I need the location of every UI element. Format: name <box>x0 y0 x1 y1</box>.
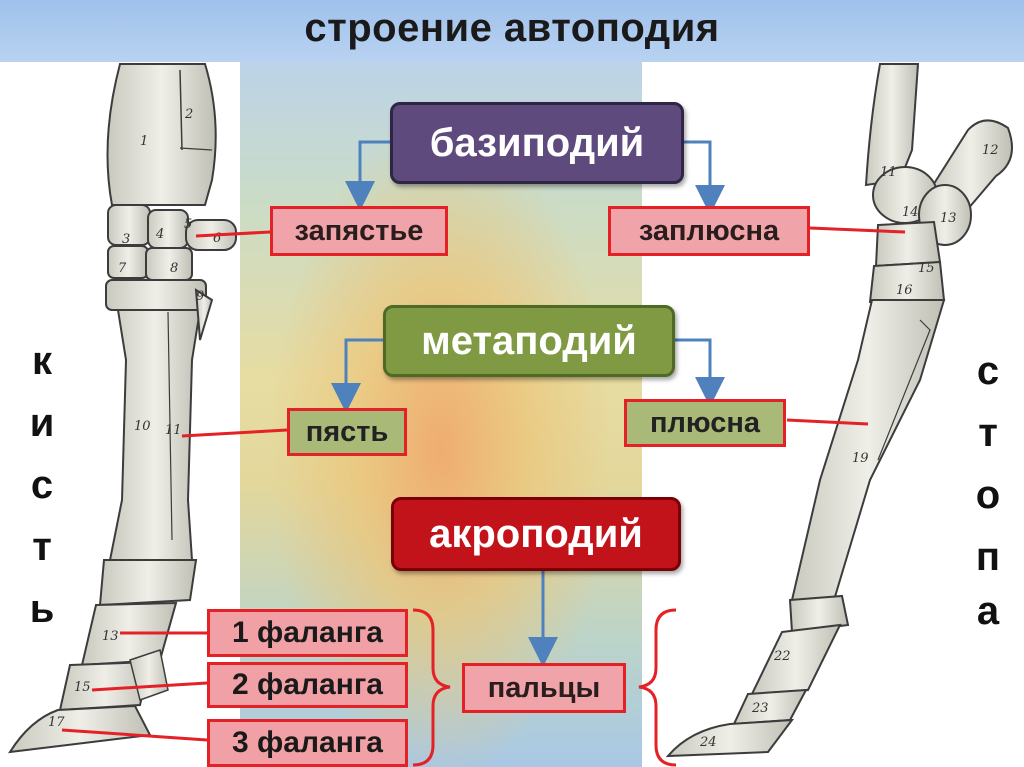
hindlimb-illustration <box>665 63 1013 758</box>
kist-letter-4: т <box>32 525 52 569</box>
hind-num-16: 16 <box>896 283 913 298</box>
leader-zaplyusna <box>809 226 906 234</box>
stopa-letter-1: с <box>976 349 1000 393</box>
hind-num-12: 12 <box>982 143 999 158</box>
zapyastie-label: запястье <box>270 206 448 256</box>
fore-num-8: 8 <box>170 261 178 276</box>
leader-zapyastie <box>195 230 271 238</box>
fore-num-1: 1 <box>140 134 148 149</box>
stopa-letter-3: о <box>975 473 1001 517</box>
fore-num-15: 15 <box>74 680 91 695</box>
leader-phalanx-3 <box>61 728 208 742</box>
fore-num-4: 4 <box>155 227 164 242</box>
forelimb-number-labels: 1 2 3 4 5 6 7 8 9 10 11 13 15 17 <box>48 107 221 730</box>
fore-num-5: 5 <box>184 217 192 232</box>
brace-left <box>412 608 451 767</box>
fore-num-2: 2 <box>184 107 193 122</box>
phalanx-2-label: 2 фаланга <box>207 662 408 708</box>
stopa-letter-5: а <box>976 589 1000 633</box>
arrow-metapodium-left <box>331 338 383 413</box>
leader-phalanx-2 <box>91 681 208 692</box>
hind-num-15: 15 <box>918 261 935 276</box>
kist-letter-1: к <box>31 339 53 383</box>
fore-num-13: 13 <box>102 629 119 644</box>
hind-num-14: 14 <box>902 205 919 220</box>
arrow-metapodium-right <box>675 338 725 407</box>
phalanx-3-label: 3 фаланга <box>207 719 408 767</box>
leader-plyusna <box>786 418 869 426</box>
fore-num-3: 3 <box>122 232 130 247</box>
fore-num-7: 7 <box>118 261 127 276</box>
hind-num-24: 24 <box>699 735 717 750</box>
stopa-letter-2: т <box>978 411 998 455</box>
forelimb-illustration <box>8 63 237 754</box>
metapodium-box: метаподий <box>383 305 675 377</box>
stopa-letter-4: п <box>975 535 1001 579</box>
arrow-basipodium-right <box>684 140 725 215</box>
fore-num-11: 11 <box>165 423 182 438</box>
hind-num-13: 13 <box>940 211 957 226</box>
fore-num-10: 10 <box>134 419 151 434</box>
leader-pyast <box>181 428 288 438</box>
slide-title: строение автоподия <box>304 6 720 50</box>
arrow-basipodium-left <box>345 140 390 211</box>
kist-letter-2: и <box>29 401 55 445</box>
hind-num-22: 22 <box>773 649 791 664</box>
acropodium-box: акроподий <box>391 497 681 571</box>
kist-letter-5: ь <box>29 587 55 631</box>
fore-num-6: 6 <box>213 231 221 246</box>
leader-lines <box>61 226 906 742</box>
connector-arrows <box>331 140 725 667</box>
paltsy-label: пальцы <box>462 663 626 713</box>
hindlimb-number-labels: 11 12 13 14 15 16 19 22 23 24 <box>699 143 999 750</box>
kist-letter-3: с <box>30 463 54 507</box>
fore-num-9: 9 <box>196 289 204 304</box>
zaplyusna-label: заплюсна <box>608 206 810 256</box>
hind-num-19: 19 <box>852 451 869 466</box>
title-bar: строение автоподия <box>0 0 1024 62</box>
brace-right <box>638 608 677 767</box>
brace-shapes <box>412 608 677 767</box>
pyast-label: пясть <box>287 408 407 456</box>
fore-num-17: 17 <box>48 715 65 730</box>
plyusna-label: плюсна <box>624 399 786 447</box>
phalanx-1-label: 1 фаланга <box>207 609 408 657</box>
hind-num-11: 11 <box>880 165 897 180</box>
hind-num-23: 23 <box>751 701 769 716</box>
basipodium-box: базиподий <box>390 102 684 184</box>
